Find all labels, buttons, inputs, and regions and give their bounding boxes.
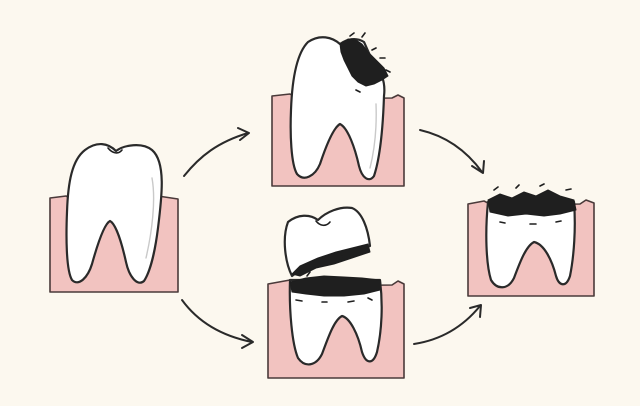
tooth-crown-groove	[107, 147, 123, 154]
arrow-fracture-to-root	[413, 304, 482, 345]
arrow-cavity-to-root	[419, 129, 485, 174]
cavity-tooth	[271, 32, 405, 187]
crown-fracture-decay	[291, 243, 371, 277]
tooth-root-body	[485, 200, 576, 289]
root-decay	[487, 189, 577, 217]
arrow-healthy-to-fracture	[181, 299, 254, 349]
arrow-head	[237, 127, 250, 141]
residual-root	[467, 183, 595, 297]
fractured-tooth	[267, 206, 405, 379]
arrow-head	[241, 334, 254, 349]
tooth-crown-groove	[315, 220, 331, 227]
healthy-tooth	[49, 143, 179, 293]
decay-fleck	[349, 32, 391, 93]
broken-crown-piece	[283, 206, 372, 278]
arrow-healthy-to-cavity	[183, 127, 250, 177]
root-fracture-decay	[289, 275, 381, 297]
tooth-body	[65, 143, 163, 284]
tooth-root-body	[288, 278, 383, 366]
arrow-head	[471, 160, 485, 174]
decay-fleck	[493, 183, 572, 225]
arrow-head	[469, 304, 482, 318]
cavity-decay	[339, 38, 389, 87]
tooth-shading	[145, 177, 155, 259]
tooth-shading	[369, 103, 377, 169]
decay-fleck	[295, 255, 373, 303]
